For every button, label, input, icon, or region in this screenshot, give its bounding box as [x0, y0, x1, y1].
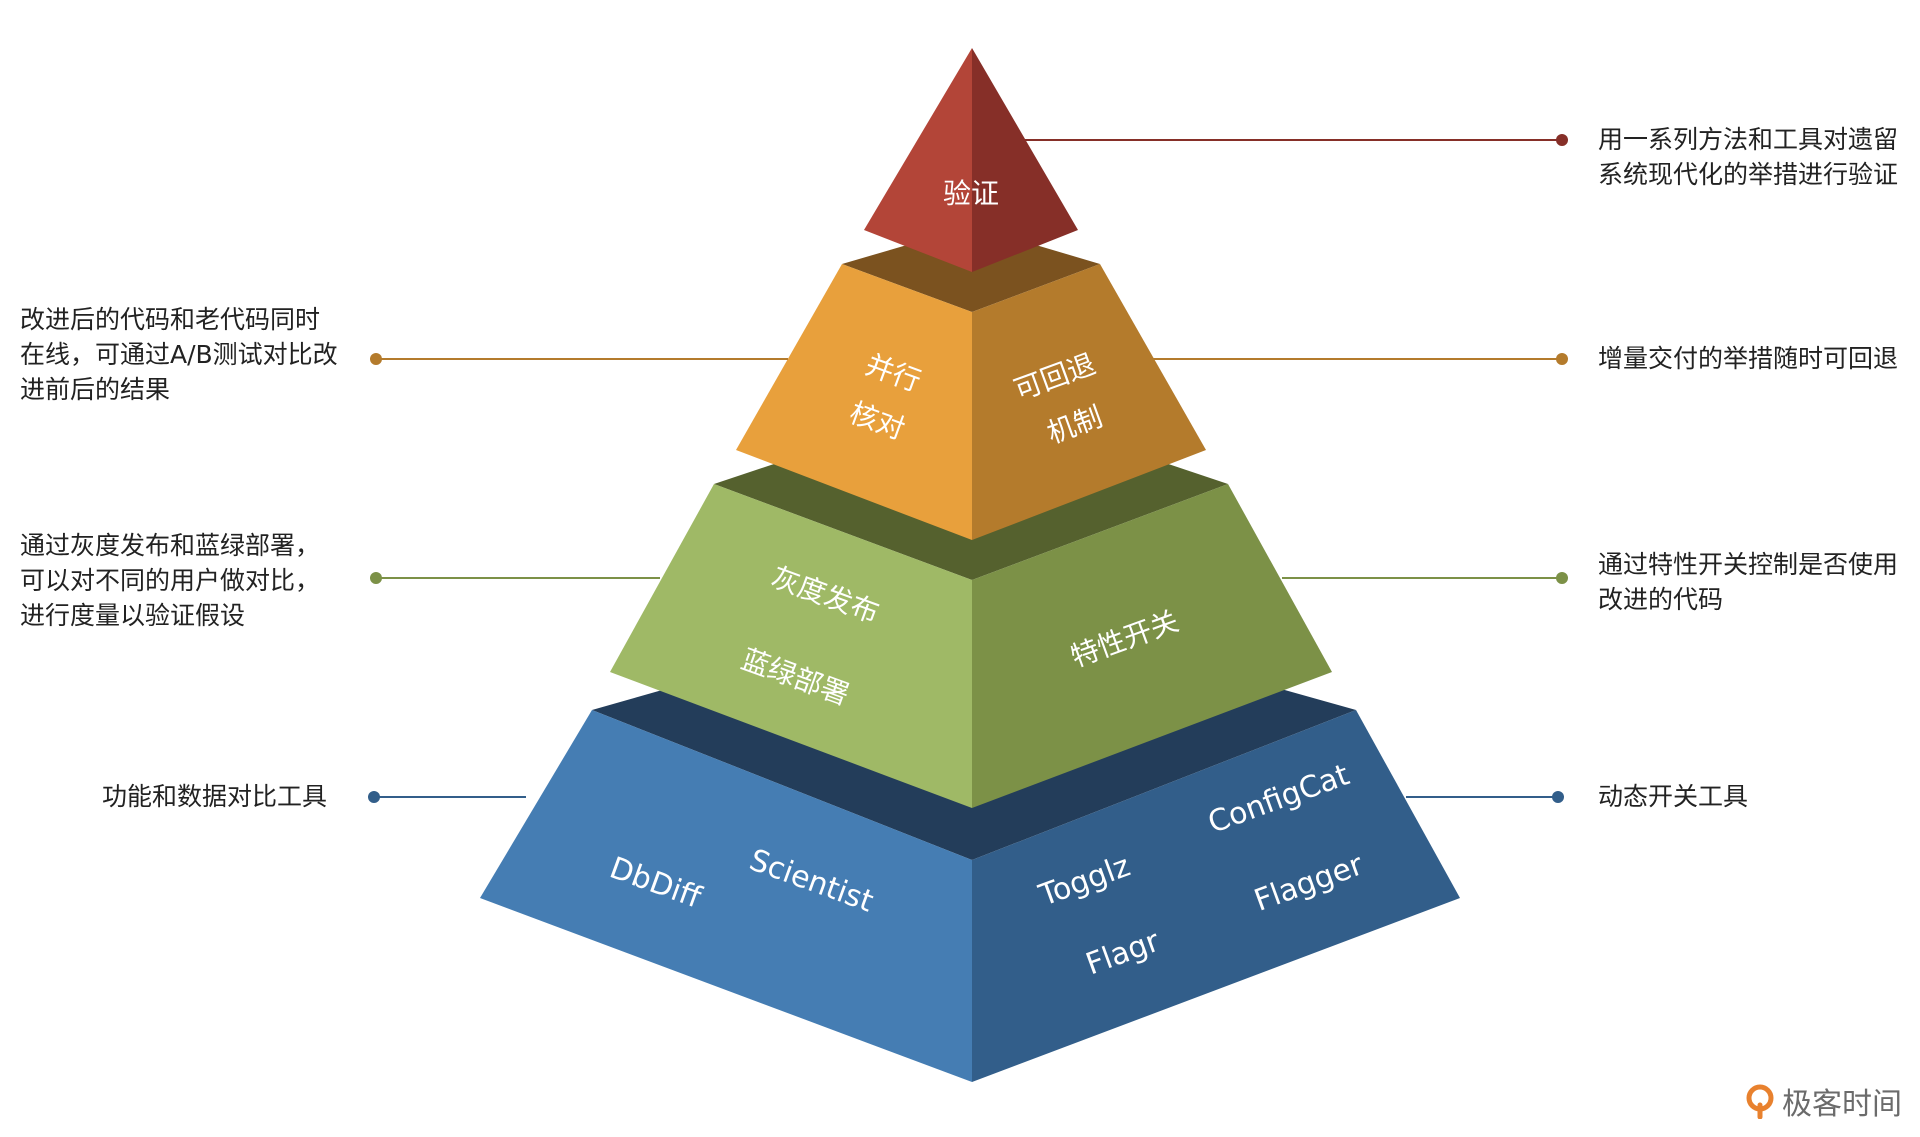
tier2-right-face — [972, 264, 1206, 540]
tier3-right-note: 通过特性开关控制是否使用 改进的代码 — [1598, 547, 1898, 617]
note-line: 可以对不同的用户做对比， — [20, 566, 321, 595]
tier3-right-dot — [1556, 572, 1568, 584]
tier2-right-dot — [1556, 353, 1568, 365]
apex-right-dot — [1556, 134, 1568, 146]
note-line: 进前后的结果 — [20, 375, 171, 404]
apex-left-face — [864, 48, 972, 272]
watermark: 极客时间 — [1744, 1079, 1902, 1123]
note-line: 进行度量以验证假设 — [20, 601, 246, 630]
connectors — [368, 134, 1568, 803]
note-line: 改进的代码 — [1598, 585, 1724, 614]
tier2-right-note: 增量交付的举措随时可回退 — [1598, 341, 1898, 376]
base-right-note: 动态开关工具 — [1598, 779, 1748, 814]
note-line: 通过特性开关控制是否使用 — [1598, 550, 1899, 579]
apex-label: 验证 — [943, 177, 999, 210]
apex — [864, 48, 1078, 272]
tier2-left-face — [736, 264, 972, 540]
tier3-left-face — [610, 484, 972, 808]
note-line: 增量交付的举措随时可回退 — [1598, 344, 1899, 373]
tier2-left-note: 改进后的代码和老代码同时 在线，可通过A/B测试对比改 进前后的结果 — [20, 302, 338, 407]
base-left-dot — [368, 791, 380, 803]
base-left-note: 功能和数据对比工具 — [102, 779, 327, 814]
tier2-left-dot — [370, 353, 382, 365]
note-line: 功能和数据对比工具 — [102, 782, 328, 811]
tier3-left-note: 通过灰度发布和蓝绿部署， 可以对不同的用户做对比， 进行度量以验证假设 — [20, 528, 320, 633]
tier3-right-face — [972, 484, 1332, 808]
geektime-logo-icon — [1746, 1084, 1774, 1119]
base-right-face — [972, 710, 1460, 1082]
apex-right-note: 用一系列方法和工具对遗留 系统现代化的举措进行验证 — [1598, 122, 1898, 192]
note-line: 动态开关工具 — [1598, 782, 1749, 811]
note-line: 通过灰度发布和蓝绿部署， — [20, 531, 321, 560]
note-line: 系统现代化的举措进行验证 — [1598, 160, 1899, 189]
note-line: 用一系列方法和工具对遗留 — [1598, 125, 1899, 154]
note-line: 在线，可通过A/B测试对比改 — [20, 340, 338, 369]
base-right-dot — [1552, 791, 1564, 803]
watermark-text: 极客时间 — [1782, 1087, 1902, 1122]
apex-right-face — [972, 48, 1078, 272]
note-line: 改进后的代码和老代码同时 — [20, 305, 321, 334]
tier3-left-dot — [370, 572, 382, 584]
base-left-face — [480, 710, 972, 1082]
